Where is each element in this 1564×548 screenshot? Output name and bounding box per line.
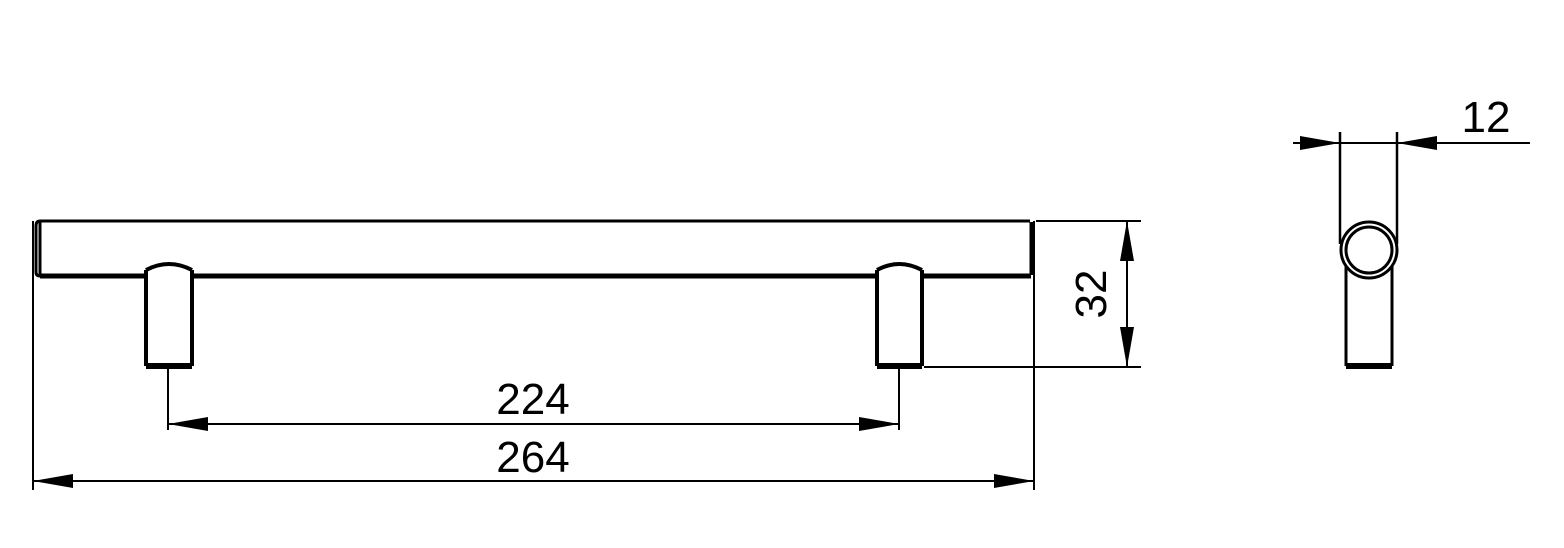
side-view (1338, 132, 1399, 369)
front-view (34, 219, 1035, 369)
dimension-lines (32, 136, 1530, 490)
left-post (144, 262, 194, 369)
bar-cross-section (1339, 220, 1399, 280)
dim-32-label: 32 (1067, 270, 1116, 319)
bar-outline (34, 219, 1030, 278)
right-post (875, 262, 924, 369)
dim-264-label: 264 (496, 433, 569, 482)
dim-12-label: 12 (1462, 93, 1511, 142)
dim-224-label: 224 (496, 375, 569, 424)
